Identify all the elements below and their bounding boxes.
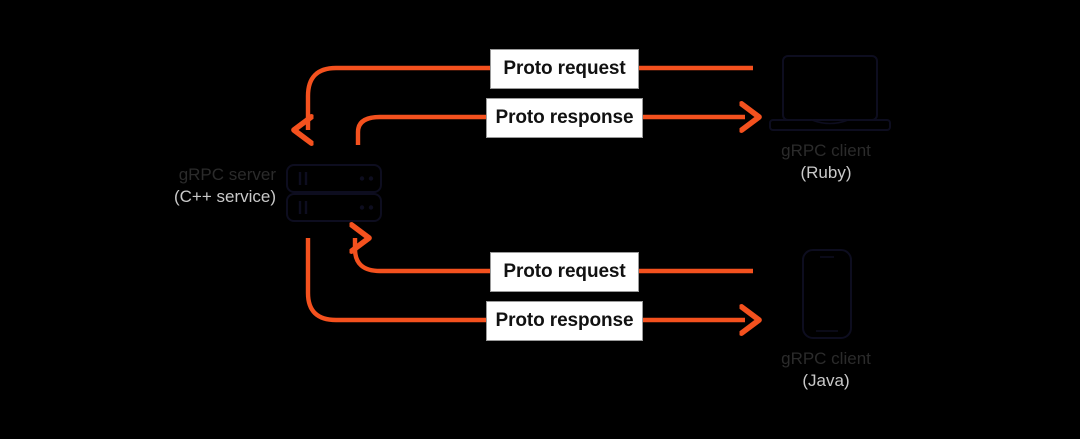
laptop-icon [769, 55, 891, 131]
client-ruby-subtitle: (Ruby) [800, 162, 852, 182]
message-box-response-bottom: Proto response [486, 301, 643, 341]
server-node-label: gRPC server (C++ service) [148, 164, 276, 208]
client-java-title: gRPC client [781, 349, 871, 368]
mobile-phone-icon [802, 249, 852, 339]
server-subtitle: (C++ service) [173, 186, 276, 206]
server-title: gRPC server [178, 165, 276, 184]
server-rack-icon [286, 164, 382, 222]
message-box-request-bottom: Proto request [490, 252, 639, 292]
client-java-node-label: gRPC client (Java) [760, 348, 892, 392]
client-ruby-title: gRPC client [781, 141, 871, 160]
client-java-subtitle: (Java) [802, 370, 850, 390]
client-ruby-node-label: gRPC client (Ruby) [760, 140, 892, 184]
message-box-response-top: Proto response [486, 98, 643, 138]
message-box-request-top: Proto request [490, 49, 639, 89]
